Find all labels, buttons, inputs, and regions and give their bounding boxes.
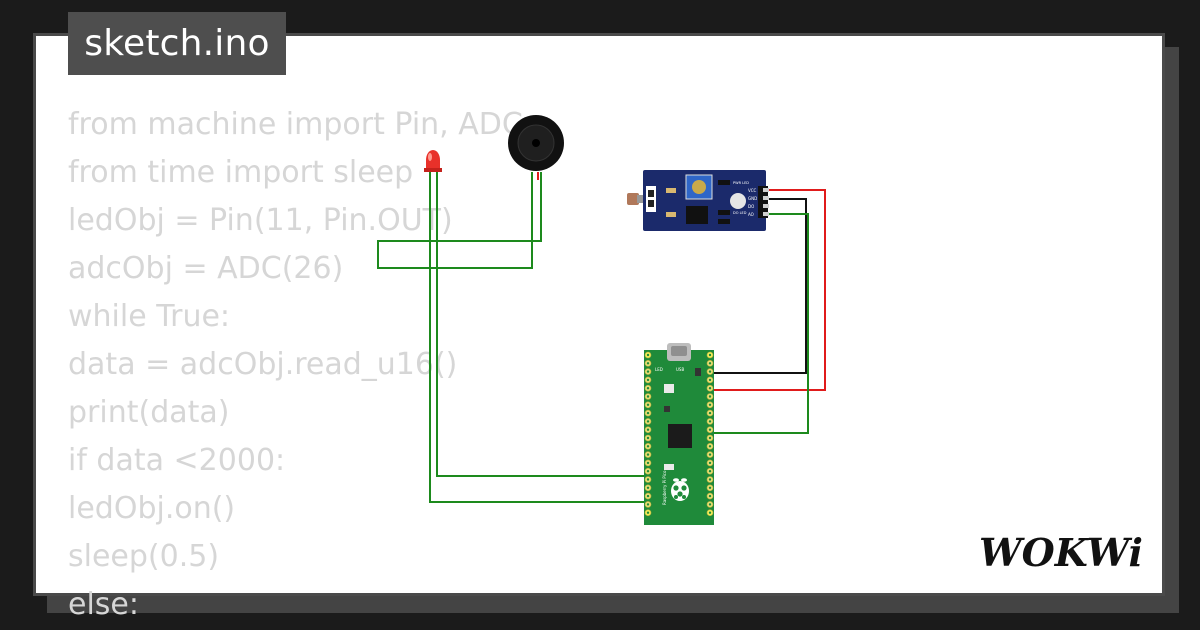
file-tab[interactable]: sketch.ino — [68, 12, 286, 75]
pico-pin-hole — [646, 494, 650, 498]
pico-pin-hole — [708, 387, 712, 390]
raspberry-logo-icon — [671, 478, 689, 501]
pico-pin-hole — [708, 511, 712, 514]
file-tab-label: sketch.ino — [84, 23, 270, 64]
pico-pin-hole — [646, 370, 650, 373]
pico-pin-hole — [646, 403, 650, 406]
code-line: else: — [68, 587, 139, 622]
wire-sensor-ao-green[interactable] — [705, 213, 809, 434]
code-line: from machine import Pin, ADC — [68, 107, 523, 142]
code-line: data = adcObj.read_u16() — [68, 347, 458, 382]
wire-buzzer-green[interactable] — [377, 172, 542, 269]
pico-pin-hole — [708, 445, 712, 448]
pico-pads-right — [706, 351, 714, 517]
pico-pin-hole — [708, 362, 712, 365]
code-line: ledObj.on() — [68, 491, 236, 526]
code-editor: from machine import Pin, ADC from time im… — [68, 101, 523, 629]
wire-led-to-pico-2[interactable] — [429, 172, 645, 503]
sensor-pin-vcc: VCC — [748, 188, 757, 193]
pico-pin-hole — [708, 411, 712, 415]
ldr-sensor-module[interactable]: VCC GND DO AO PWR LED DO LED — [627, 170, 769, 231]
code-line: from time import sleep — [68, 155, 414, 190]
pico-pin-hole — [646, 362, 650, 365]
sensor-pwr-led-label: PWR LED — [733, 181, 749, 185]
pico-board-text: Raspberry Pi Pico — [662, 470, 667, 505]
led-icon[interactable] — [424, 150, 442, 172]
pico-pin-hole — [708, 470, 712, 473]
pico-pin-hole — [646, 478, 650, 481]
pico-pin-hole — [708, 378, 712, 382]
wokwi-logo-text: WOKWi — [979, 530, 1143, 575]
pico-pin-hole — [646, 436, 650, 440]
pico-pin-hole — [646, 461, 650, 465]
code-line: print(data) — [68, 395, 230, 430]
pico-pin-hole — [646, 470, 650, 473]
wire-led-to-pico-1[interactable] — [436, 172, 645, 477]
buzzer-icon[interactable] — [508, 115, 564, 171]
wire-sensor-vcc-red[interactable] — [705, 189, 826, 391]
pico-pin-hole — [646, 428, 650, 431]
pico-pin-hole — [708, 461, 712, 465]
pico-pin-hole — [708, 353, 712, 357]
pico-pin-hole — [646, 453, 650, 456]
pico-pin-hole — [646, 387, 650, 390]
pico-led-label: LED — [655, 367, 663, 372]
sensor-pin-gnd: GND — [748, 196, 757, 201]
wire-sensor-gnd-black[interactable] — [705, 198, 807, 374]
pico-pin-hole — [708, 486, 712, 489]
pico-pin-hole — [646, 445, 650, 448]
pico-pin-hole — [708, 403, 712, 406]
pico-pin-hole — [708, 453, 712, 456]
pico-pin-hole — [646, 378, 650, 382]
code-line: sleep(0.5) — [68, 539, 220, 574]
pico-pin-hole — [646, 486, 650, 489]
pico-pin-hole — [708, 370, 712, 373]
code-line: while True: — [68, 299, 231, 334]
sensor-do-led-label: DO LED — [733, 211, 747, 215]
pico-pin-hole — [646, 503, 650, 506]
code-line: ledObj = Pin(11, Pin.OUT) — [68, 203, 453, 238]
sensor-pin-ao: AO — [748, 212, 754, 217]
pico-pin-hole — [646, 511, 650, 514]
pico-pin-hole — [646, 395, 650, 398]
pico-pin-hole — [708, 428, 712, 431]
raspberry-pi-pico-board[interactable]: USB LED Raspberry Pi Pico — [644, 343, 714, 525]
pico-pin-hole — [646, 353, 650, 357]
pico-pads-left — [644, 351, 652, 517]
pico-pin-hole — [646, 411, 650, 415]
pico-pin-hole — [646, 420, 650, 423]
pico-pin-hole — [708, 503, 712, 506]
code-line: adcObj = ADC(26) — [68, 251, 344, 286]
pico-usb-label: USB — [676, 367, 684, 372]
pico-pin-hole — [708, 494, 712, 498]
pico-pin-hole — [708, 478, 712, 481]
pico-pin-hole — [708, 436, 712, 440]
wokwi-logo: WOKWi — [979, 530, 1143, 575]
sensor-pin-do: DO — [748, 204, 754, 209]
pico-pin-hole — [708, 395, 712, 398]
pico-pin-hole — [708, 420, 712, 423]
code-line: if data <2000: — [68, 443, 286, 478]
